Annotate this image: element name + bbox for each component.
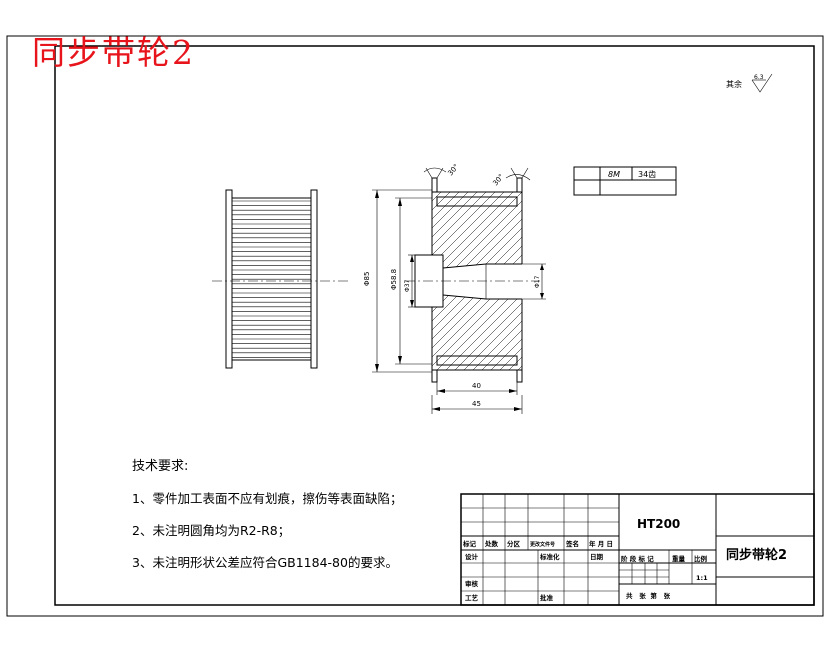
svg-text:标准化: 标准化 — [539, 552, 560, 561]
svg-text:6.3: 6.3 — [754, 74, 764, 81]
pulley-section-view: 30° 30° Φ85 Φ58.8 Φ37 Φ17 — [363, 163, 546, 414]
tech-requirement-2: 2、未注明圆角均为R2-R8； — [132, 523, 291, 538]
svg-text:阶 段 标 记: 阶 段 标 记 — [621, 554, 654, 563]
svg-text:比例: 比例 — [694, 554, 708, 563]
svg-text:1:1: 1:1 — [696, 574, 708, 582]
svg-text:34齿: 34齿 — [638, 170, 656, 179]
svg-text:Φ58.8: Φ58.8 — [390, 269, 398, 290]
svg-text:Φ37: Φ37 — [404, 279, 411, 292]
tech-requirement-1: 1、零件加工表面不应有划痕，擦伤等表面缺陷； — [132, 491, 403, 506]
surface-roughness-symbol: 其余 6.3 — [726, 73, 773, 93]
svg-text:Φ85: Φ85 — [363, 272, 371, 286]
svg-text:批准: 批准 — [540, 593, 554, 602]
svg-text:年 月 日: 年 月 日 — [589, 539, 613, 548]
svg-text:标记: 标记 — [462, 539, 477, 548]
svg-text:更改文件号: 更改文件号 — [530, 541, 555, 548]
svg-text:审核: 审核 — [465, 579, 479, 588]
svg-text:设计: 设计 — [465, 552, 479, 561]
svg-text:HT200: HT200 — [637, 517, 680, 531]
svg-text:重量: 重量 — [672, 554, 686, 563]
svg-text:签名: 签名 — [565, 539, 579, 548]
svg-text:处数: 处数 — [484, 539, 499, 548]
svg-text:40: 40 — [472, 382, 481, 390]
svg-text:8M: 8M — [608, 170, 620, 179]
svg-text:30°: 30° — [446, 163, 460, 178]
svg-text:日期: 日期 — [590, 552, 604, 561]
pulley-side-view — [212, 189, 350, 369]
svg-text:同步带轮2: 同步带轮2 — [726, 547, 787, 563]
drawing-title: 同步带轮2 — [32, 33, 195, 72]
inner-frame — [54, 45, 815, 606]
svg-text:工艺: 工艺 — [465, 593, 479, 602]
outer-border — [6, 35, 824, 617]
tech-requirements-heading: 技术要求: — [132, 459, 189, 474]
svg-text:分区: 分区 — [507, 539, 521, 548]
title-block: HT200 同步带轮2 标记 处数 分区 更改文件号 签名 年 月 日 设计 审… — [460, 493, 815, 606]
svg-text:45: 45 — [472, 400, 481, 408]
teeth-table: 8M 34齿 — [573, 166, 677, 196]
tech-requirement-3: 3、未注明形状公差应符合GB1184-80的要求。 — [132, 555, 398, 570]
svg-text:其余: 其余 — [726, 79, 742, 89]
svg-text:共 张 第 张: 共 张 第 张 — [626, 591, 671, 600]
svg-text:Φ17: Φ17 — [534, 275, 541, 288]
svg-text:30°: 30° — [491, 173, 505, 188]
